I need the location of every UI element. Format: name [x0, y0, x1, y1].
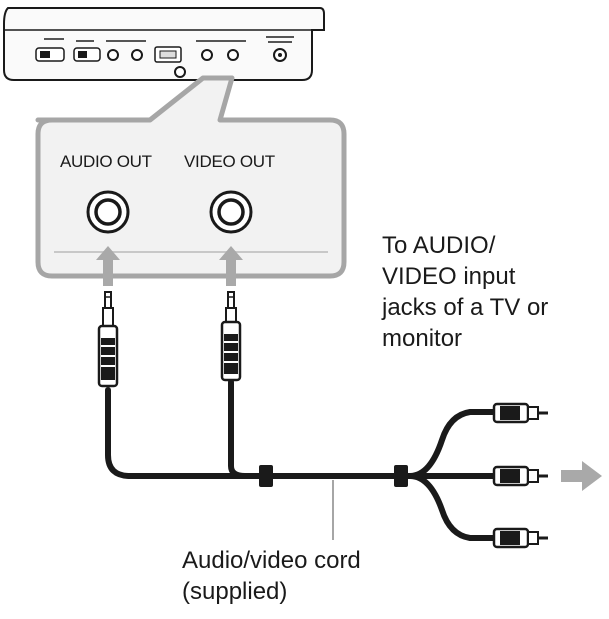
audio-out-label: AUDIO OUT: [60, 152, 152, 171]
rca-plug-middle-icon: [492, 465, 548, 487]
audio-video-cord: [105, 379, 499, 541]
cable-caption-line-1: Audio/video cord: [182, 547, 361, 574]
audio-insert-arrow-icon: [96, 246, 120, 286]
cord-band-icon: [259, 465, 408, 487]
to-tv-arrow-icon: [561, 461, 602, 491]
audio-mini-plug-icon: [97, 291, 119, 388]
video-mini-plug-icon: [220, 291, 242, 382]
video-insert-arrow-icon: [219, 246, 243, 286]
destination-note-line-3: jacks of a TV or: [382, 294, 549, 321]
video-out-jack-icon: [209, 190, 253, 234]
video-out-label: VIDEO OUT: [184, 152, 275, 171]
rca-plug-top-icon: [492, 402, 548, 424]
destination-note-line-4: monitor: [382, 325, 463, 352]
cable-caption-line-2: (supplied): [182, 578, 288, 605]
portable-dvd-player-icon: [3, 7, 325, 81]
destination-note: To AUDIO/ VIDEO input jacks of a TV or m…: [382, 230, 609, 354]
destination-note-line-1: To AUDIO/: [382, 232, 496, 259]
audio-out-jack-icon: [86, 190, 130, 234]
rca-plug-bottom-icon: [492, 527, 548, 549]
jack-callout-panel: [35, 75, 347, 279]
cable-caption: Audio/video cord (supplied): [182, 545, 361, 607]
destination-note-line-2: VIDEO input: [382, 263, 516, 290]
